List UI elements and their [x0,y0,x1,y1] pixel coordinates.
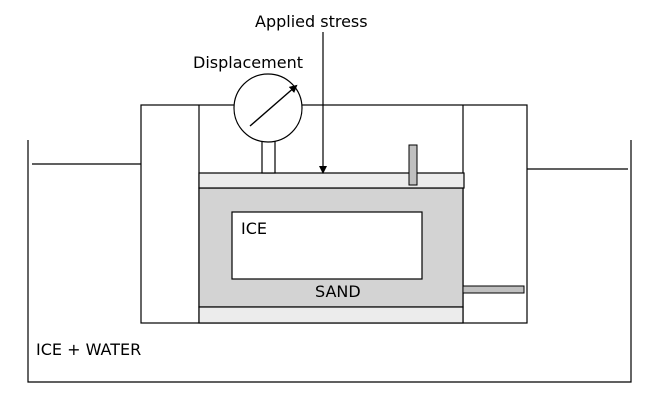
gauge-stem [261,138,276,174]
ice-block [231,211,423,280]
vertical-rod [408,144,418,186]
top-platen [198,172,465,189]
gauge-needle-arrow [249,84,298,127]
ice-water-label: ICE + WATER [36,340,141,359]
sand-label: SAND [315,282,361,301]
applied-stress-label: Applied stress [255,12,368,31]
drain-pipe [462,285,525,294]
displacement-gauge [233,73,303,143]
ice-label: ICE [241,219,267,238]
bottom-platen [198,306,464,324]
water-tank [27,140,632,383]
displacement-label: Displacement [193,53,303,72]
